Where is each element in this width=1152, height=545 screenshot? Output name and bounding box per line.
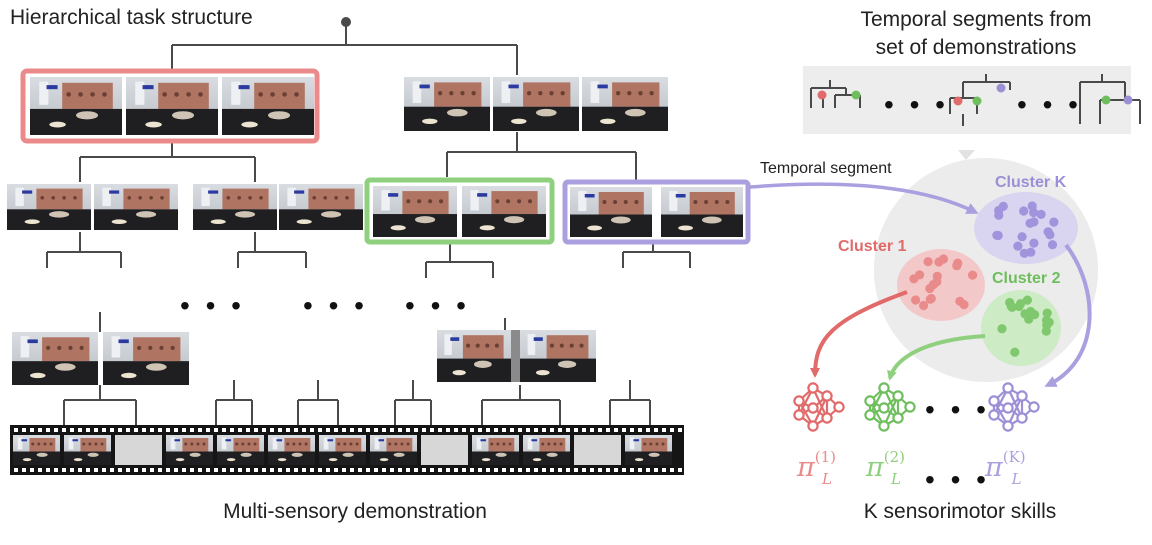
frame-green-2 (462, 186, 546, 237)
ellipsis-2: • • • (303, 290, 368, 321)
frame-top-right-1 (404, 77, 490, 131)
tree-lines (46, 17, 691, 425)
ellipsis-1: • • • (180, 290, 245, 321)
policy-k-sup: (K) (1002, 448, 1026, 466)
frame-green-1 (373, 186, 457, 237)
frame-level2-2 (94, 184, 178, 230)
temporal-segments-title-line2: set of demonstrations (875, 36, 1077, 59)
frame-level3-4 (520, 330, 596, 382)
frame-level2-1 (7, 184, 91, 230)
policy-k-pi: π (985, 452, 1003, 483)
temporal-segment-arrow (749, 182, 979, 214)
frame-level2-4 (279, 184, 363, 230)
film-frame-7 (319, 435, 366, 465)
frame-red-1 (30, 77, 122, 135)
cluster-k-group (974, 192, 1078, 264)
ellipsis-6: • • • (925, 394, 990, 425)
ellipsis-3: • • • (405, 290, 470, 321)
policy-2-sup: (2) (883, 448, 905, 466)
cluster-2-arrow (887, 334, 986, 381)
demonstration-frames (7, 77, 743, 385)
frame-level2-3 (193, 184, 277, 230)
temporal-segments-title-line1: Temporal segments from (860, 8, 1092, 31)
segment-highlight-purple (562, 179, 751, 245)
cluster-1-group (897, 249, 985, 321)
policy-k-sub: L (1011, 470, 1022, 489)
film-frame-5 (217, 435, 264, 465)
sensorimotor-skills-label: K sensorimotor skills (863, 500, 1057, 523)
policy-1-symbol: π(1) L (797, 448, 836, 489)
frame-top-right-3 (582, 77, 668, 131)
film-frame-8 (370, 435, 417, 465)
frame-purple-2 (661, 187, 743, 237)
cluster-1-arrow (810, 290, 908, 378)
frame-level3-1 (12, 332, 98, 385)
film-frame-2 (64, 435, 111, 465)
frame-separator (511, 330, 520, 382)
temporal-segments-box (803, 66, 1141, 134)
cluster-2-label: Cluster 2 (992, 270, 1061, 287)
ellipsis-5: • • • (1017, 89, 1082, 120)
cluster-k-arrow (1044, 243, 1092, 387)
film-strip (10, 425, 684, 475)
ellipsis-4: • • • (884, 89, 949, 120)
frame-purple-1 (570, 187, 652, 237)
film-frame-10 (472, 435, 519, 465)
skill-network-k-icon (988, 382, 1040, 432)
skill-network-1-icon (793, 382, 845, 432)
frame-red-3 (222, 77, 314, 135)
ellipsis-7: • • • (925, 464, 990, 495)
multi-sensory-label: Multi-sensory demonstration (223, 500, 487, 523)
frame-red-2 (126, 77, 218, 135)
cluster-2-group (981, 290, 1061, 366)
temporal-segment-label: Temporal segment (760, 160, 892, 177)
temporal-segments-title: Temporal segments from set of demonstrat… (808, 6, 1144, 62)
frame-level3-3 (437, 330, 511, 382)
policy-1-sub: L (822, 470, 832, 489)
frame-level3-2 (103, 332, 189, 385)
segment-highlight-green (364, 177, 555, 245)
film-frame-13 (625, 435, 672, 465)
film-frame-11 (523, 435, 570, 465)
policy-2-symbol: π(2) L (866, 448, 905, 489)
segment-highlight-red (20, 68, 320, 144)
policy-1-sup: (1) (814, 448, 836, 466)
film-frame-4 (166, 435, 213, 465)
policy-2-sub: L (891, 470, 901, 489)
hierarchical-task-title: Hierarchical task structure (10, 6, 253, 29)
policy-k-symbol: π(K) L (985, 448, 1026, 489)
cluster-k-label: Cluster K (995, 174, 1067, 191)
policy-1-pi: π (797, 452, 815, 483)
skill-network-2-icon (864, 382, 916, 432)
cluster-1-label: Cluster 1 (838, 238, 907, 255)
frame-top-right-2 (493, 77, 579, 131)
film-frame-1 (13, 435, 60, 465)
policy-2-pi: π (866, 452, 884, 483)
film-frame-6 (268, 435, 315, 465)
